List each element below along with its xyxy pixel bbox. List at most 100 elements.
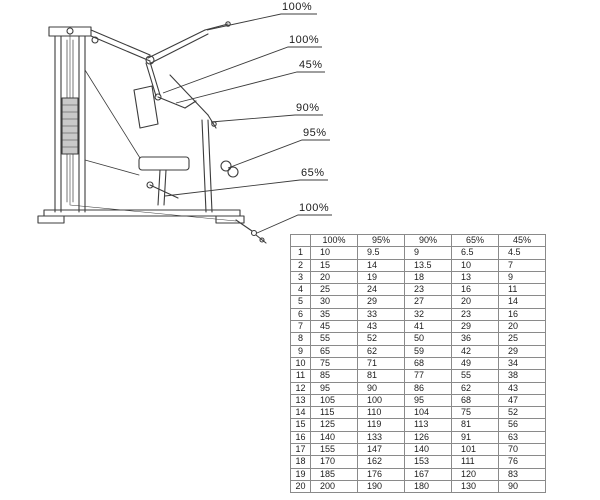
value-cell: 13.5	[404, 258, 452, 272]
back-pad	[133, 85, 159, 129]
value-cell: 29	[451, 320, 499, 334]
value-cell: 200	[310, 479, 358, 494]
value-cell: 133	[357, 430, 405, 445]
value-cell: 95	[310, 381, 358, 395]
value-cell: 185	[310, 467, 358, 481]
value-cell: 35	[310, 307, 358, 322]
press-arm-pivot	[145, 55, 155, 65]
value-cell: 30	[310, 295, 358, 309]
value-cell: 10	[451, 258, 499, 272]
row-number-cell: 1	[290, 246, 311, 260]
top-pulley	[66, 27, 74, 35]
value-cell: 101	[451, 443, 499, 457]
right-foot	[215, 215, 245, 224]
value-cell: 45	[310, 320, 358, 334]
value-cell: 27	[404, 295, 452, 309]
value-cell: 14	[498, 295, 546, 309]
value-cell: 25	[310, 283, 358, 297]
row-number-cell: 12	[290, 381, 311, 395]
lower-lever	[149, 184, 179, 199]
row-number-cell: 15	[290, 418, 311, 432]
value-cell: 23	[451, 307, 499, 322]
left-foot	[37, 215, 65, 224]
value-cell: 32	[404, 307, 452, 322]
row-number-cell: 10	[290, 356, 311, 371]
row-number-cell: 17	[290, 443, 311, 457]
value-cell: 23	[404, 283, 452, 297]
value-cell: 18	[404, 270, 452, 285]
leader-line-6	[256, 214, 332, 234]
header-cell-90: 90%	[404, 233, 452, 248]
row-number-cell: 4	[290, 283, 311, 297]
value-cell: 29	[498, 344, 546, 358]
row-number-cell: 9	[290, 344, 311, 358]
value-cell: 11	[498, 283, 546, 297]
row-number-cell: 6	[290, 307, 311, 322]
row-number-cell: 7	[290, 320, 311, 334]
value-cell: 20	[498, 320, 546, 334]
row-number-cell: 19	[290, 467, 311, 481]
value-cell: 42	[451, 344, 499, 358]
value-cell: 55	[310, 332, 358, 346]
value-cell: 126	[404, 430, 452, 445]
gym-machine-drawing	[37, 13, 332, 244]
value-cell: 50	[404, 332, 452, 346]
value-cell: 68	[404, 356, 452, 371]
value-cell: 176	[357, 467, 405, 481]
value-cell: 55	[451, 369, 499, 383]
value-cell: 140	[404, 443, 452, 457]
value-cell: 10	[310, 246, 358, 260]
value-cell: 36	[451, 332, 499, 346]
value-cell: 7	[498, 258, 546, 272]
value-cell: 34	[498, 356, 546, 371]
value-cell: 115	[310, 406, 358, 420]
percent-label-3: 90%	[296, 102, 320, 114]
value-cell: 153	[404, 455, 452, 469]
value-cell: 90	[357, 381, 405, 395]
percent-label-0: 100%	[282, 1, 313, 13]
value-cell: 110	[357, 406, 405, 420]
value-cell: 162	[357, 455, 405, 469]
percent-label-6: 100%	[299, 202, 330, 214]
value-cell: 70	[498, 443, 546, 457]
header-cell-65: 65%	[451, 233, 499, 248]
value-cell: 49	[451, 356, 499, 371]
row-number-cell: 5	[290, 295, 311, 309]
value-cell: 125	[310, 418, 358, 432]
percent-label-2: 45%	[299, 59, 323, 71]
value-cell: 59	[404, 344, 452, 358]
value-cell: 104	[404, 406, 452, 420]
value-cell: 147	[357, 443, 405, 457]
value-cell: 81	[357, 369, 405, 383]
row-number-cell: 14	[290, 406, 311, 420]
value-cell: 13	[451, 270, 499, 285]
value-cell: 170	[310, 455, 358, 469]
value-cell: 111	[451, 455, 499, 469]
leader-line-2	[175, 71, 325, 104]
header-cell-45: 45%	[498, 233, 546, 248]
leader-line-0	[206, 13, 317, 31]
value-cell: 76	[498, 455, 546, 469]
value-cell: 62	[451, 381, 499, 395]
row-number-cell: 2	[290, 258, 311, 272]
foam-roller	[220, 160, 232, 172]
value-cell: 6.5	[451, 246, 499, 260]
row-number-cell: 13	[290, 393, 311, 408]
value-cell: 75	[451, 406, 499, 420]
value-cell: 25	[498, 332, 546, 346]
value-cell: 9.5	[357, 246, 405, 260]
leader-line-3	[210, 114, 323, 123]
